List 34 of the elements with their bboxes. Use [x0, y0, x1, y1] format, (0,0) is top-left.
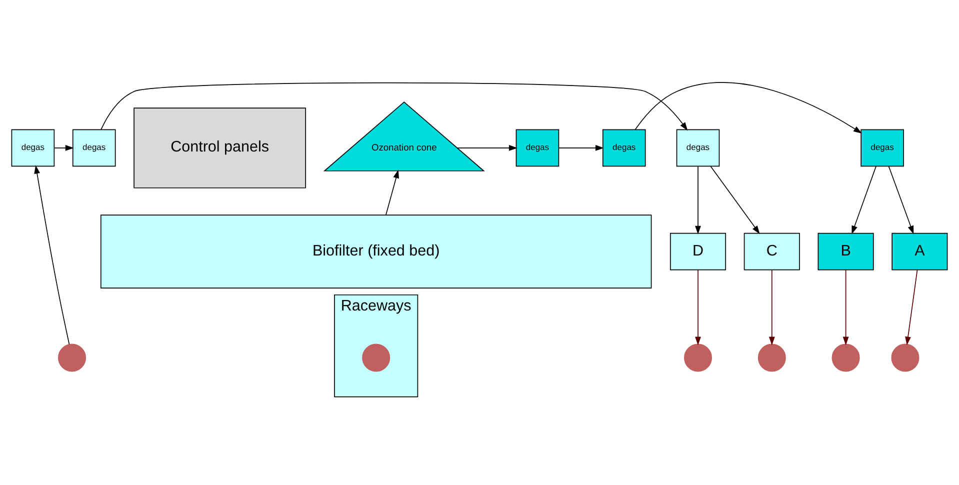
node-circle — [684, 343, 712, 372]
arrow — [54, 144, 74, 150]
node-box: degas — [516, 128, 560, 166]
node-box: C — [744, 232, 800, 270]
arrow — [710, 165, 760, 234]
arrow — [385, 169, 399, 215]
node-circle — [832, 343, 860, 372]
node-circle — [362, 343, 390, 372]
node-circle — [891, 343, 920, 372]
arrow — [888, 165, 914, 234]
arrow — [768, 268, 775, 345]
arrow — [34, 164, 70, 344]
node-circle — [758, 343, 786, 372]
cluster: Raceways — [334, 294, 418, 397]
node-box: degas — [72, 128, 116, 166]
node-box: degas — [860, 128, 904, 166]
arrow — [100, 82, 688, 130]
arrow — [852, 165, 876, 234]
arrow — [695, 165, 701, 234]
node-circle — [58, 343, 86, 372]
node-box: degas — [676, 128, 720, 166]
node-box: Biofilter (fixed bed) — [100, 214, 652, 288]
node-box: degas — [602, 128, 646, 166]
arrow — [634, 82, 862, 134]
node-box: degas — [11, 128, 55, 166]
arrow — [456, 144, 518, 150]
arrow — [695, 268, 701, 345]
arrow — [842, 268, 849, 345]
node-box: D — [670, 232, 726, 270]
arrow — [905, 268, 918, 345]
arrow — [558, 144, 604, 150]
node-box: Control panels — [134, 107, 306, 188]
node-box: B — [818, 232, 874, 270]
node-box: A — [892, 232, 948, 270]
